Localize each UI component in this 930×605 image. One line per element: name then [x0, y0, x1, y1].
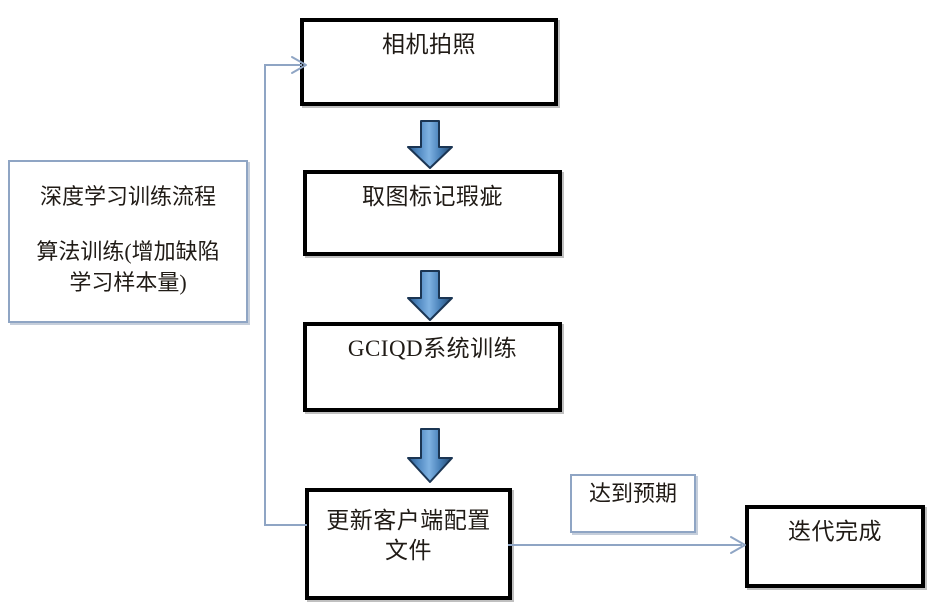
- info-panel-line-2: 算法训练(增加缺陷 学习样本量): [36, 239, 220, 295]
- arrow-camera-to-mark: [402, 120, 458, 170]
- info-panel-training-process: 深度学习训练流程 算法训练(增加缺陷 学习样本量): [8, 160, 248, 323]
- arrow-mark-to-train: [402, 270, 458, 322]
- info-panel-line-1: 深度学习训练流程: [39, 184, 216, 209]
- node-mark-defects-label: 取图标记瑕疵: [362, 184, 503, 209]
- node-iteration-complete[interactable]: 迭代完成: [745, 505, 925, 588]
- node-update-client-config[interactable]: 更新客户端配置 文件: [305, 488, 512, 600]
- node-update-client-config-label: 更新客户端配置 文件: [326, 508, 491, 563]
- node-iteration-complete-label: 迭代完成: [788, 519, 882, 544]
- arrow-update-feedback-to-camera: [258, 55, 318, 535]
- node-camera-capture[interactable]: 相机拍照: [300, 18, 558, 106]
- annotation-met-expectation: 达到预期: [570, 474, 696, 533]
- node-camera-capture-label: 相机拍照: [382, 32, 476, 57]
- node-gciqd-system-training[interactable]: GCIQD系统训练: [303, 322, 562, 412]
- arrow-train-to-update: [402, 428, 458, 484]
- arrow-update-to-complete: [508, 533, 752, 557]
- node-gciqd-system-training-label: GCIQD系统训练: [347, 336, 518, 361]
- node-mark-defects[interactable]: 取图标记瑕疵: [303, 170, 562, 256]
- annotation-met-expectation-label: 达到预期: [588, 481, 677, 506]
